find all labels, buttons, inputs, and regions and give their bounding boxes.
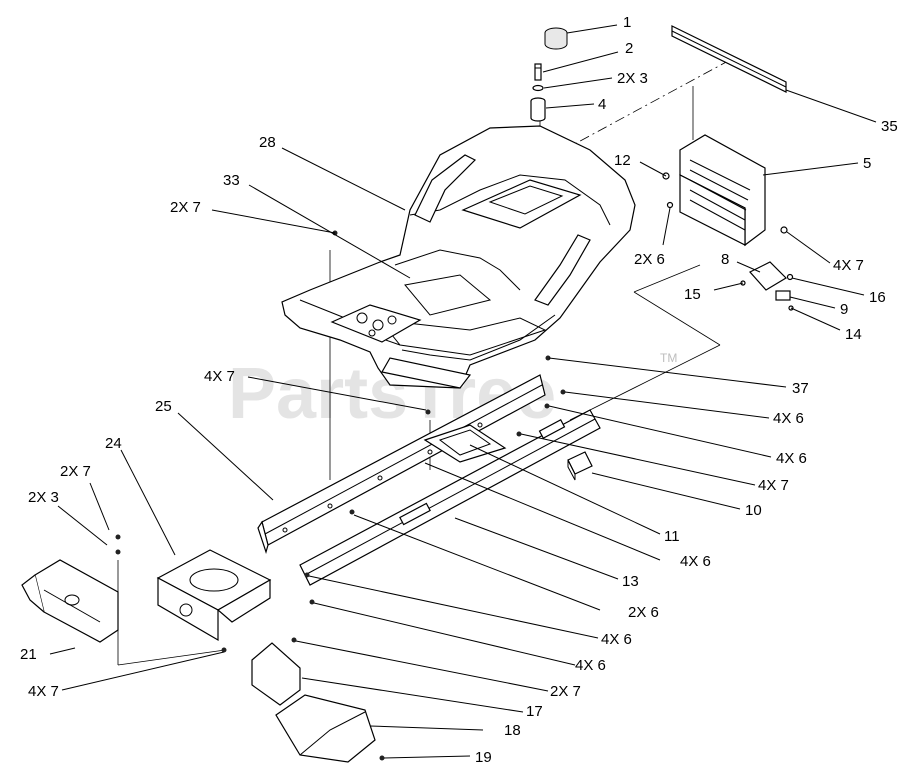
callout-4x7-bracket: 4X 7 — [833, 257, 864, 274]
callout-25: 25 — [155, 398, 172, 415]
callout-5: 5 — [863, 155, 871, 172]
callout-15: 15 — [684, 286, 701, 303]
callout-2x7-shield: 2X 7 — [550, 683, 581, 700]
watermark-trademark: TM — [660, 351, 677, 365]
callout-4x6-b: 4X 6 — [776, 450, 807, 467]
callout-11: 11 — [664, 528, 680, 545]
callout-2x7-seat: 2X 7 — [170, 199, 201, 216]
part-24-plate — [156, 549, 272, 642]
part-21-front-bracket — [21, 559, 119, 643]
callout-10: 10 — [745, 502, 762, 519]
callout-3: 2X 3 — [617, 70, 648, 87]
part-18-shield — [275, 694, 376, 763]
callout-2x3-front: 2X 3 — [28, 489, 59, 506]
part-3-washer — [532, 84, 544, 92]
callout-8: 8 — [721, 251, 729, 268]
callout-2x7-front: 2X 7 — [60, 463, 91, 480]
callout-37: 37 — [792, 380, 809, 397]
part-10-bracket — [567, 451, 593, 481]
callout-18: 18 — [504, 722, 521, 739]
callout-12: 12 — [614, 152, 631, 169]
callout-4x6-a: 4X 6 — [773, 410, 804, 427]
callout-13: 13 — [622, 573, 639, 590]
callout-17: 17 — [526, 703, 543, 720]
callout-1: 1 — [623, 14, 631, 31]
callout-labels: 1 2 2X 3 4 35 28 12 5 33 2X 7 2X 6 8 4X … — [20, 14, 898, 766]
callout-33: 33 — [223, 172, 240, 189]
callout-14: 14 — [845, 326, 862, 343]
callout-21: 21 — [20, 646, 37, 663]
callout-28: 28 — [259, 134, 276, 151]
callout-2x6-rail: 2X 6 — [628, 604, 659, 621]
part-33-plate — [330, 304, 422, 343]
callout-4x6-e: 4X 6 — [575, 657, 606, 674]
leader-lines — [49, 24, 877, 759]
callout-24: 24 — [105, 435, 122, 452]
callout-2x6-bracket: 2X 6 — [634, 251, 665, 268]
callout-4x6-c: 4X 6 — [680, 553, 711, 570]
part-25-frame-rail — [257, 374, 546, 555]
part-1-cap — [544, 27, 568, 50]
callout-4x6-d: 4X 6 — [601, 631, 632, 648]
callout-35: 35 — [881, 118, 898, 135]
callout-4x7-c: 4X 7 — [758, 477, 789, 494]
part-17-bracket — [251, 642, 301, 706]
part-35-bar — [671, 25, 787, 93]
part-11-cross-bracket — [423, 424, 507, 463]
callout-19: 19 — [475, 749, 492, 766]
callout-4x7-front: 4X 7 — [28, 683, 59, 700]
part-5-bracket — [679, 134, 766, 247]
part-28-seat-pan — [281, 125, 636, 389]
part-2-screw — [534, 63, 542, 81]
callout-16: 16 — [869, 289, 886, 306]
callout-9: 9 — [840, 301, 848, 318]
callout-2: 2 — [625, 40, 633, 57]
callout-4x7-rail: 4X 7 — [204, 368, 235, 385]
callout-4: 4 — [598, 96, 606, 113]
part-4-sleeve — [530, 97, 546, 122]
part-13-frame-rail — [299, 409, 601, 586]
